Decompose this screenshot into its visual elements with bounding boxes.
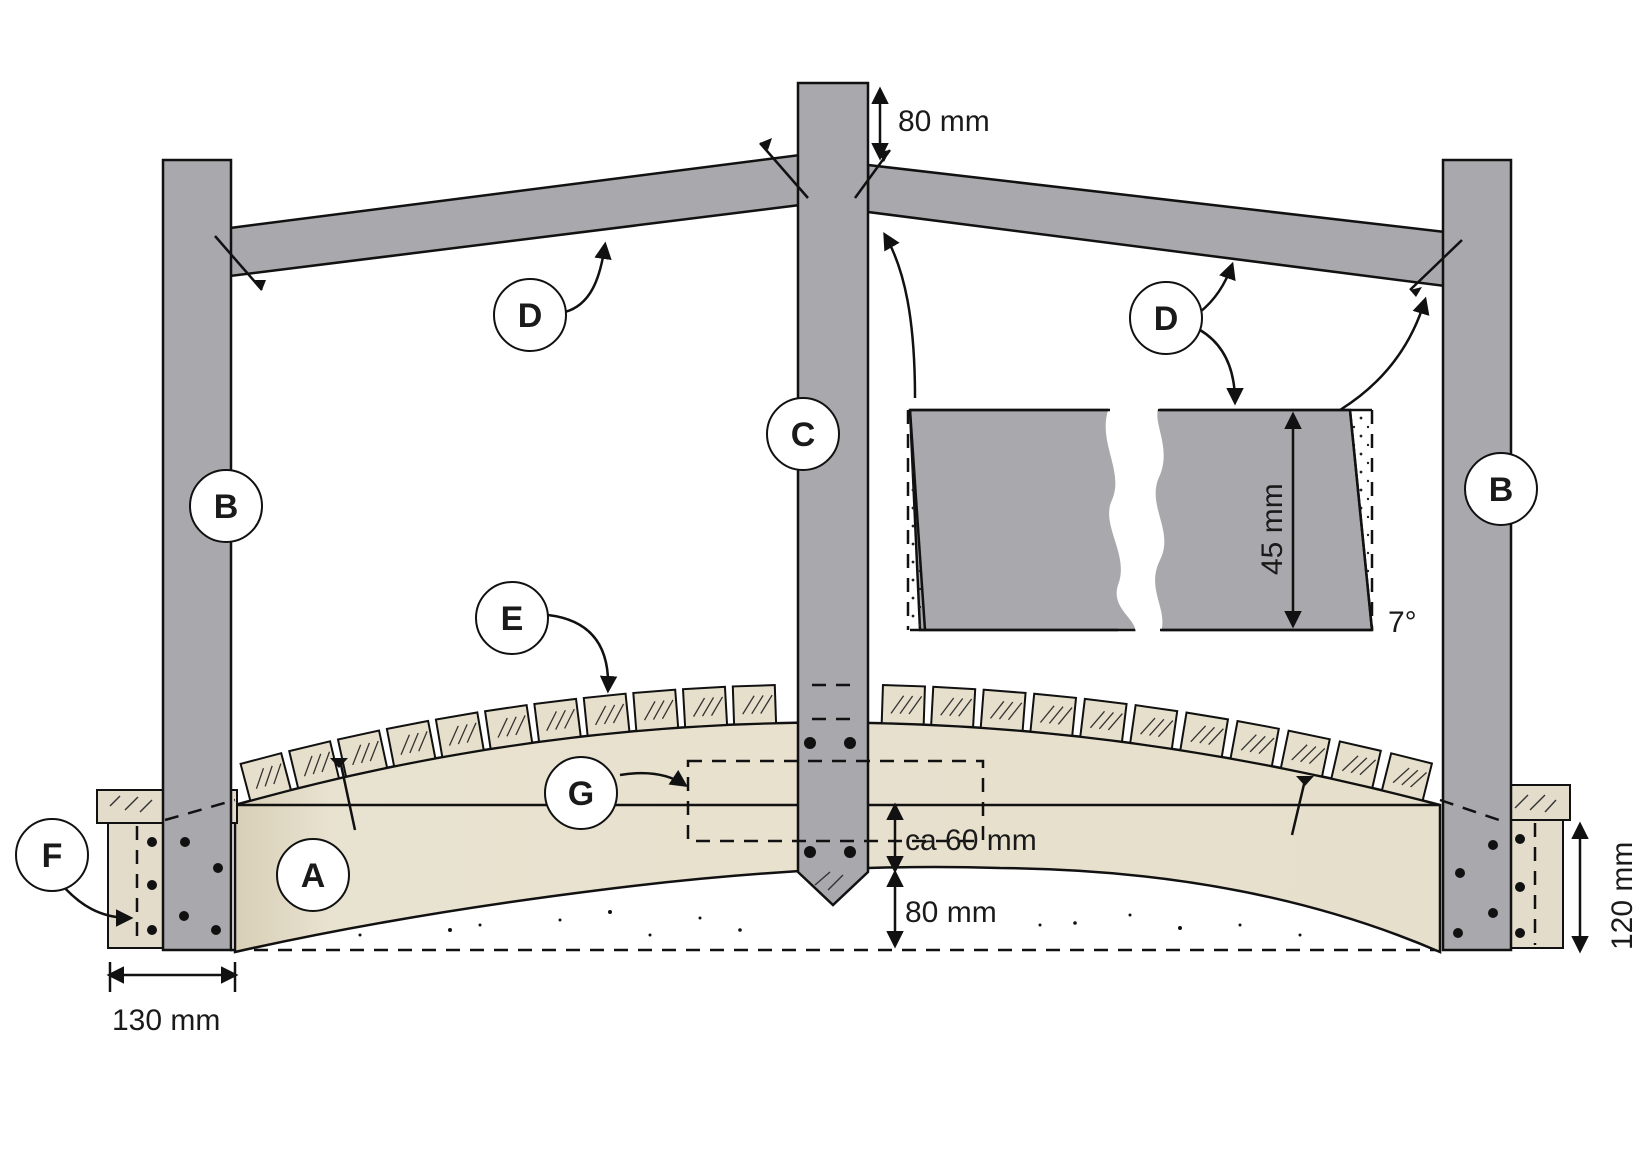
tread-board [1330,740,1382,790]
leader-arrows [61,231,1430,927]
dim-detail-angle: 7° [1388,606,1417,639]
joint-g-outline [686,759,985,843]
ground-stipple [358,910,1302,937]
label-f: F [15,818,89,892]
label-d-right-text: D [1154,300,1179,338]
dim-foot-width: 130 mm [112,1004,220,1037]
label-g: G [544,756,618,830]
tread-board [582,692,631,737]
label-e: E [475,581,549,655]
dim-foot-height: 120 mm [1606,842,1639,950]
label-b-right-text: B [1489,471,1514,509]
dim-beam-depth: ca 60 mm [905,824,1037,857]
tread-board [1380,752,1434,802]
tread-board [1079,697,1128,743]
label-b-left-text: B [214,488,239,526]
tread-board [731,684,778,726]
label-e-text: E [501,600,524,638]
tread-board [930,685,977,729]
label-c: C [766,397,840,471]
rail-d-left [228,153,802,278]
dim-detail-height: 45 mm [1256,483,1289,575]
tread-board [1129,704,1179,750]
tread-board [681,685,729,729]
label-c-text: C [791,416,816,454]
tread-board [385,719,437,768]
tread-boards [239,684,1434,802]
tread-board [880,684,926,726]
tread-board [1029,692,1078,737]
post-b-right [1439,158,1513,952]
label-a-text: A [301,857,326,895]
post-b-left [161,158,236,952]
tread-board [239,751,293,802]
tread-board [979,688,1027,732]
label-d-left: D [493,278,567,352]
foot-right [1504,784,1571,949]
tread-board [1229,719,1280,768]
label-b-left: B [189,469,263,543]
rail-d-right [866,163,1447,288]
label-a: A [276,838,350,912]
cross-section-detail [906,405,1374,635]
tread-board [483,703,534,750]
tread-board [434,711,485,759]
label-g-text: G [568,775,594,813]
dim-post-below-beam: 80 mm [905,896,997,929]
tread-board [288,740,341,790]
tread-board [336,729,389,778]
post-c-center [796,81,870,907]
label-f-text: F [42,837,63,875]
tread-board [1179,711,1230,759]
dimension-lines [106,86,1589,992]
dim-post-top-overhang: 80 mm [898,105,990,138]
tread-board [533,697,582,743]
tread-board [632,688,680,732]
label-b-right: B [1464,452,1538,526]
tread-board [1279,729,1331,778]
label-d-right: D [1129,281,1203,355]
label-d-left-text: D [518,297,543,335]
